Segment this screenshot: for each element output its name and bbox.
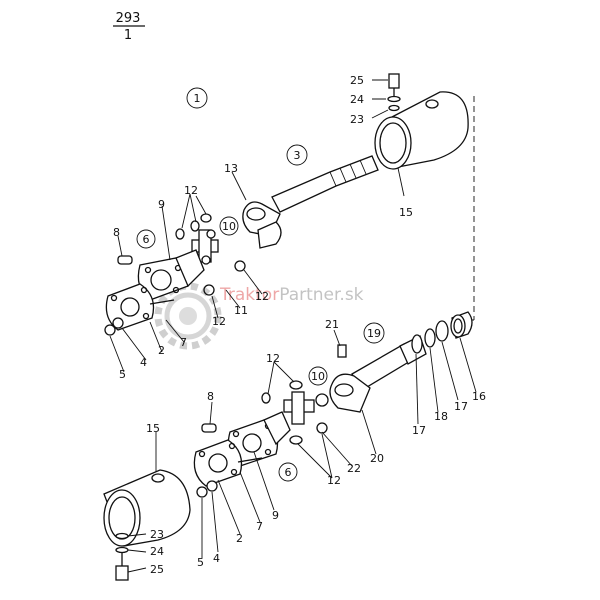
yoke-lower	[329, 373, 371, 413]
svg-text:8: 8	[207, 390, 214, 403]
svg-text:15: 15	[146, 422, 160, 435]
pin-upper	[117, 255, 133, 265]
cross-spider-lower: 10	[283, 366, 329, 425]
svg-text:7: 7	[180, 336, 187, 349]
svg-text:8: 8	[113, 226, 120, 239]
circled-label-assembly: 1	[186, 87, 208, 109]
svg-text:25: 25	[150, 563, 164, 576]
svg-text:16: 16	[472, 390, 486, 403]
housing-tube-upper	[374, 91, 469, 170]
svg-text:13: 13	[224, 162, 238, 175]
svg-text:24: 24	[150, 545, 164, 558]
page-number-bottom: 1	[124, 28, 132, 43]
svg-text:2: 2	[236, 532, 243, 545]
splined-shaft-lower: 19	[351, 322, 427, 391]
page-reference: 293 1	[113, 11, 145, 43]
svg-text:12: 12	[212, 315, 226, 328]
svg-text:11: 11	[234, 304, 248, 317]
svg-text:12: 12	[266, 352, 280, 365]
svg-text:7: 7	[256, 520, 263, 533]
flange-yoke-upper: 6	[136, 229, 205, 301]
circled-label-yoke-upper: 10	[219, 216, 239, 236]
svg-text:25: 25	[350, 74, 364, 87]
cross-spider-upper	[191, 229, 219, 265]
callouts-lower: 21 12 12 17 18 17 16 20 22 8 15 9 7 2 4 …	[146, 318, 486, 576]
gear-icon	[154, 282, 222, 350]
svg-text:12: 12	[184, 184, 198, 197]
svg-text:12: 12	[327, 474, 341, 487]
svg-text:1: 1	[194, 92, 201, 105]
svg-text:9: 9	[158, 198, 165, 211]
watermark-text-red: TraktorPartner.sk	[219, 285, 364, 305]
svg-text:10: 10	[311, 370, 325, 383]
seal-rings-lower	[411, 311, 473, 354]
svg-text:3: 3	[294, 149, 301, 162]
svg-text:18: 18	[434, 410, 448, 423]
svg-text:10: 10	[222, 220, 236, 233]
svg-text:23: 23	[350, 113, 364, 126]
svg-text:4: 4	[140, 356, 147, 369]
nuts-lower	[196, 480, 218, 498]
nuts-upper	[104, 317, 124, 336]
circlips-lower	[261, 380, 328, 445]
upper-assembly: 1 3	[104, 73, 475, 381]
leader-lines-upper	[109, 79, 405, 373]
leader-lines-lower	[127, 329, 477, 573]
svg-text:24: 24	[350, 93, 364, 106]
svg-text:12: 12	[255, 290, 269, 303]
svg-text:22: 22	[347, 462, 361, 475]
svg-text:4: 4	[213, 552, 220, 565]
svg-text:9: 9	[272, 509, 279, 522]
housing-tube-lower	[103, 469, 191, 547]
svg-text:2: 2	[158, 344, 165, 357]
svg-text:17: 17	[412, 424, 426, 437]
callouts-upper: 25 24 23 15 13 12 12 12 9 8 11 7 2 4 5	[113, 74, 413, 381]
svg-text:23: 23	[150, 528, 164, 541]
page-number-top: 293	[116, 11, 141, 26]
svg-text:5: 5	[197, 556, 204, 569]
svg-text:21: 21	[325, 318, 339, 331]
svg-text:19: 19	[367, 327, 381, 340]
svg-text:20: 20	[370, 452, 384, 465]
svg-text:6: 6	[143, 233, 150, 246]
svg-text:6: 6	[285, 466, 292, 479]
splined-shaft-upper: 3	[271, 144, 379, 213]
svg-text:17: 17	[454, 400, 468, 413]
yoke-upper	[242, 201, 282, 249]
lower-assembly: 19 10	[103, 311, 486, 581]
grease-nipple-lower	[337, 344, 347, 358]
bolt-upper	[387, 73, 401, 112]
pin-lower	[201, 423, 217, 433]
flange-plate-lower	[193, 439, 263, 487]
svg-text:5: 5	[119, 368, 126, 381]
svg-text:15: 15	[399, 206, 413, 219]
